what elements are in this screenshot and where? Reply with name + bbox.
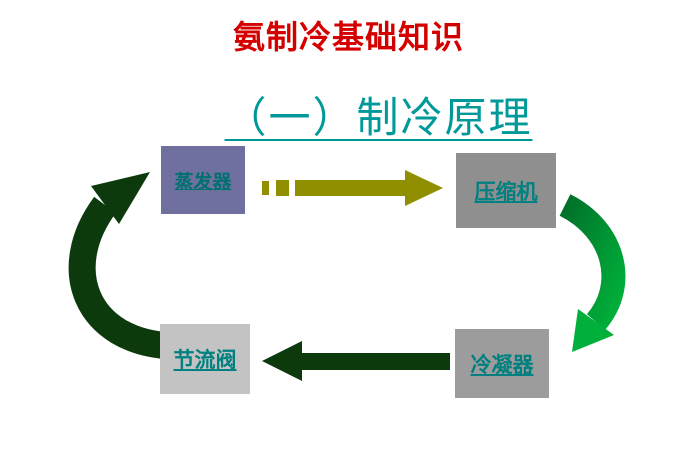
condenser-link[interactable]: 冷凝器: [470, 353, 534, 377]
compressor-link[interactable]: 压缩机: [474, 180, 538, 204]
throttle-valve-link[interactable]: 节流阀: [173, 349, 237, 372]
arrow-condenser-to-throttle: [262, 341, 450, 381]
arrow-evaporator-to-compressor: [262, 170, 443, 206]
arrow-throttle-to-evaporator: [68, 172, 174, 360]
evaporator-link[interactable]: 蒸发器: [174, 171, 232, 193]
node-throttle-valve: 节流阀: [160, 324, 250, 394]
arrow-compressor-to-condenser: [559, 194, 626, 352]
node-compressor: 压缩机: [456, 153, 556, 228]
slide-title: 氨制冷基础知识: [232, 19, 464, 55]
node-condenser: 冷凝器: [455, 329, 549, 398]
slide-subtitle: （一）制冷原理: [224, 96, 533, 142]
node-evaporator: 蒸发器: [161, 146, 245, 214]
